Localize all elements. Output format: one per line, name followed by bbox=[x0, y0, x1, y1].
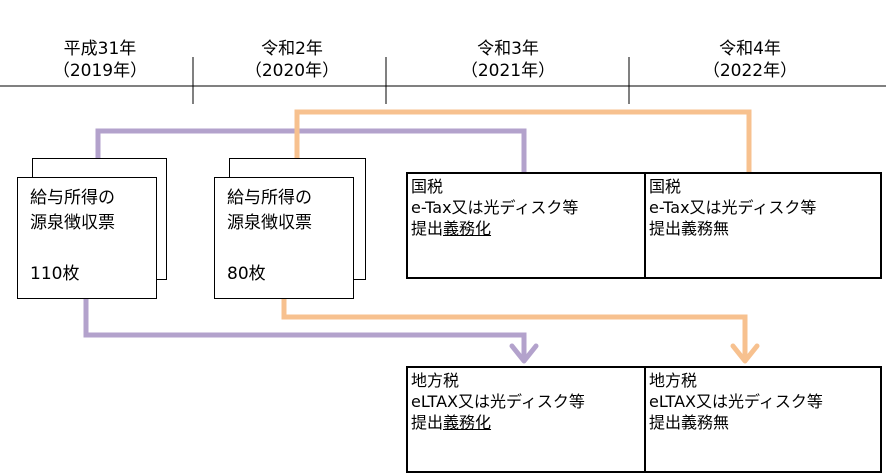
national-tax-2021: 国税 e-Tax又は光ディスク等 提出義務化 bbox=[408, 174, 646, 277]
orange-arrowhead bbox=[730, 343, 760, 364]
tax-title: 地方税 bbox=[411, 371, 460, 390]
tax-title: 地方税 bbox=[649, 371, 698, 390]
tax-method: eLTAX又は光ディスク等 bbox=[411, 392, 585, 411]
tax-requirement-prefix: 提出 bbox=[411, 219, 444, 238]
tax-requirement-prefix: 提出 bbox=[649, 413, 682, 432]
slip-title-line2: 源泉徴収票 bbox=[227, 213, 312, 233]
tax-requirement: 提出義務化 bbox=[411, 218, 644, 239]
local-tax-2021: 地方税 eLTAX又は光ディスク等 提出義務化 bbox=[408, 368, 646, 471]
purple-connector-national bbox=[95, 128, 527, 175]
tax-requirement: 提出義務無 bbox=[649, 218, 880, 239]
tax-method: e-Tax又は光ディスク等 bbox=[411, 198, 579, 217]
tax-requirement-status: 義務化 bbox=[443, 219, 492, 238]
tax-title: 国税 bbox=[411, 177, 444, 196]
local-tax-box: 地方税 eLTAX又は光ディスク等 提出義務化 地方税 eLTAX又は光ディスク… bbox=[406, 366, 882, 473]
era-label: 平成31年 bbox=[63, 39, 137, 59]
tax-requirement-status: 義務無 bbox=[681, 219, 730, 238]
purple-arrowhead bbox=[509, 343, 539, 364]
tax-requirement-status: 義務無 bbox=[681, 413, 730, 432]
purple-connector-local bbox=[83, 298, 527, 359]
western-year-label: （2022年） bbox=[702, 61, 798, 81]
withholding-slip-2019: 給与所得の 源泉徴収票 110枚 bbox=[17, 177, 157, 299]
tax-method: e-Tax又は光ディスク等 bbox=[649, 198, 817, 217]
year-label-2020: 令和2年 （2020年） bbox=[192, 38, 392, 82]
national-tax-box: 国税 e-Tax又は光ディスク等 提出義務化 国税 e-Tax又は光ディスク等 … bbox=[406, 172, 882, 279]
national-tax-2022: 国税 e-Tax又は光ディスク等 提出義務無 bbox=[646, 174, 880, 277]
era-label: 令和2年 bbox=[261, 39, 323, 59]
western-year-label: （2019年） bbox=[52, 61, 148, 81]
local-tax-2022: 地方税 eLTAX又は光ディスク等 提出義務無 bbox=[646, 368, 880, 471]
tax-requirement: 提出義務化 bbox=[411, 412, 644, 433]
western-year-label: （2021年） bbox=[460, 61, 556, 81]
tax-requirement-prefix: 提出 bbox=[649, 219, 682, 238]
tax-method: eLTAX又は光ディスク等 bbox=[649, 392, 823, 411]
era-label: 令和3年 bbox=[477, 39, 539, 59]
tax-requirement-status: 義務化 bbox=[443, 413, 492, 432]
era-label: 令和4年 bbox=[719, 39, 781, 59]
withholding-slip-2020: 給与所得の 源泉徴収票 80枚 bbox=[214, 177, 354, 299]
tax-title: 国税 bbox=[649, 177, 682, 196]
slip-count: 110枚 bbox=[30, 264, 80, 284]
tax-requirement-prefix: 提出 bbox=[411, 413, 444, 432]
slip-count: 80枚 bbox=[227, 264, 266, 284]
slip-title-line1: 給与所得の bbox=[30, 188, 115, 208]
year-label-2022: 令和4年 （2022年） bbox=[650, 38, 850, 82]
orange-connector-local bbox=[281, 298, 748, 359]
slip-title-line1: 給与所得の bbox=[227, 188, 312, 208]
orange-connector-national bbox=[294, 109, 752, 175]
tax-requirement: 提出義務無 bbox=[649, 412, 880, 433]
year-label-2019: 平成31年 （2019年） bbox=[0, 38, 200, 82]
western-year-label: （2020年） bbox=[244, 61, 340, 81]
slip-title-line2: 源泉徴収票 bbox=[30, 213, 115, 233]
year-label-2021: 令和3年 （2021年） bbox=[408, 38, 608, 82]
